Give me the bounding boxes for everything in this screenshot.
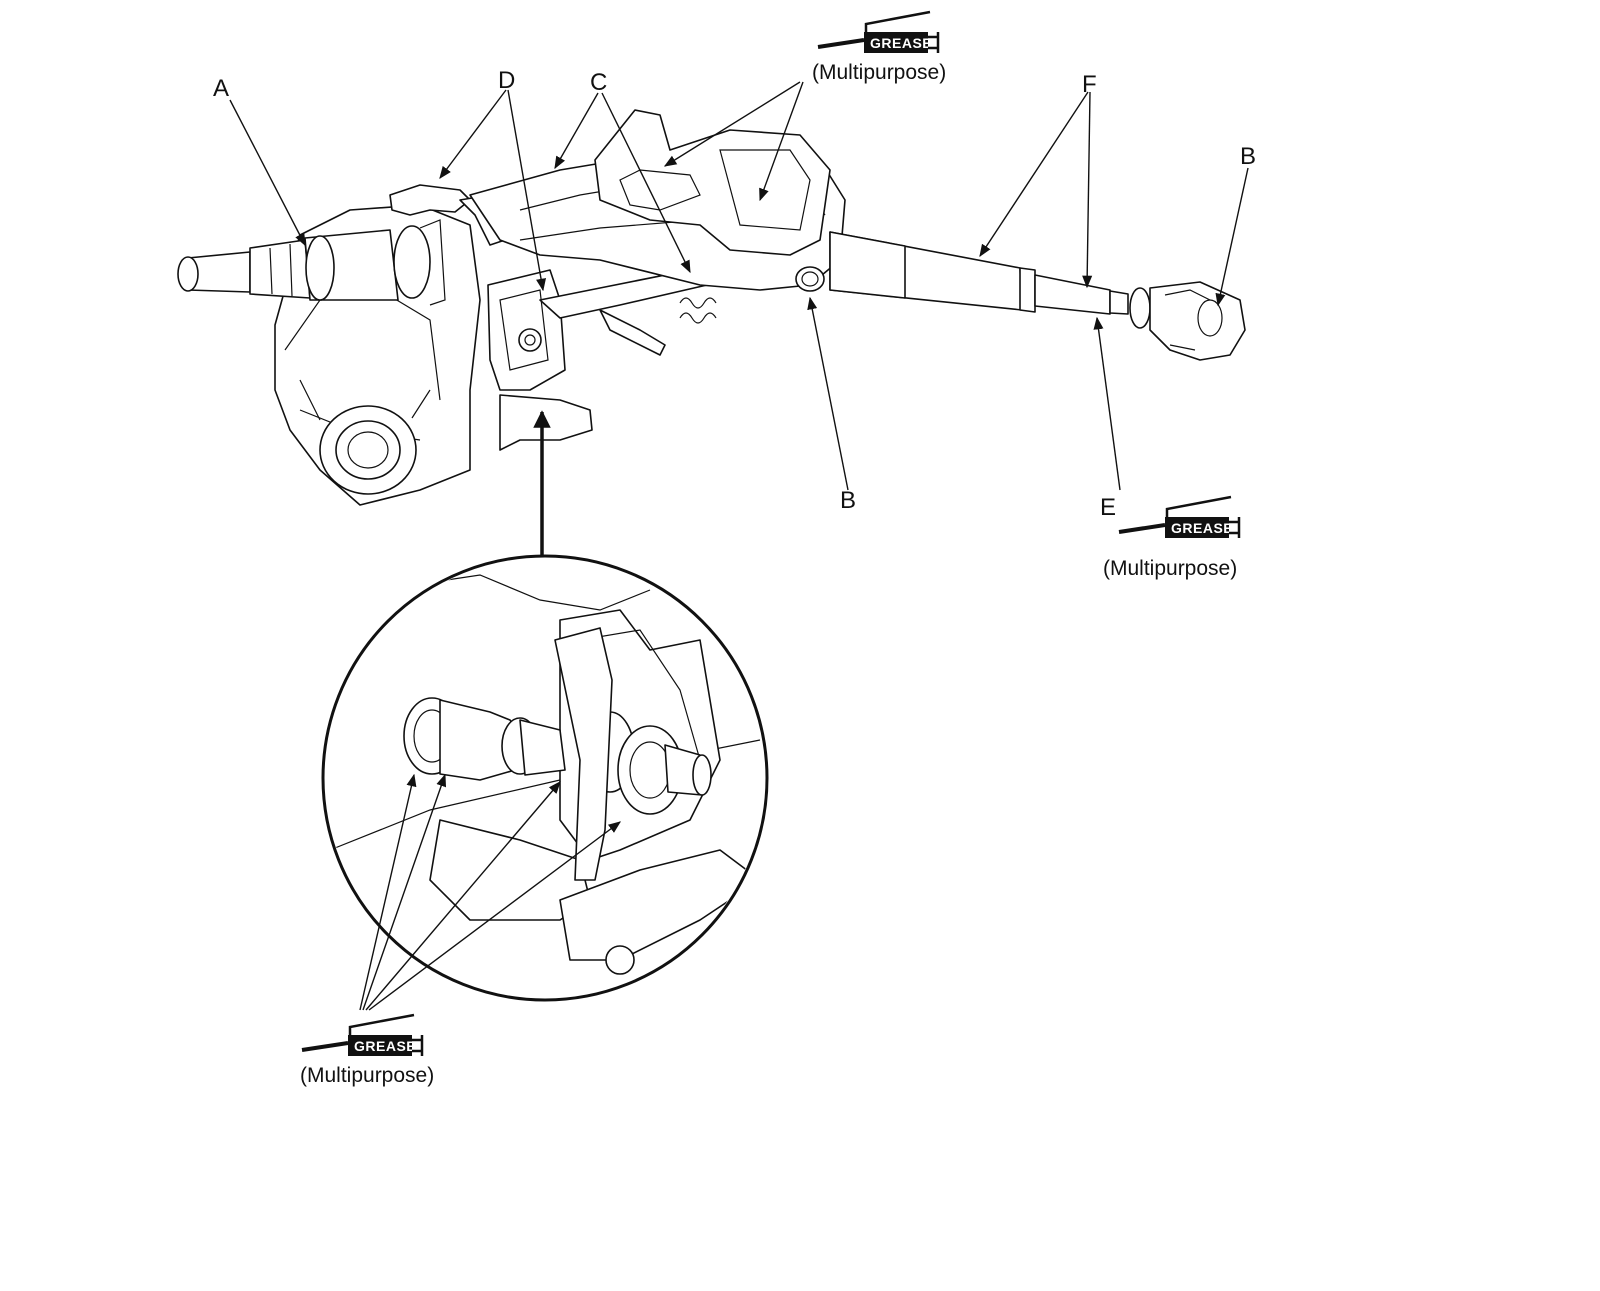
- label-d: D: [498, 67, 515, 94]
- leader-lines: [229, 81, 1249, 558]
- label-b-top: B: [1240, 143, 1256, 170]
- grease-note-top: (Multipurpose): [812, 61, 946, 84]
- steering-column-assembly: [177, 109, 1246, 506]
- label-b-mid: B: [840, 487, 856, 514]
- grease-badge-text: GREASE: [870, 35, 932, 51]
- grease-note-bottom: (Multipurpose): [300, 1064, 434, 1087]
- label-c: C: [590, 69, 607, 96]
- grease-badge-text: GREASE: [1171, 520, 1233, 536]
- grease-symbol-top: GREASE: [817, 10, 940, 53]
- label-a: A: [213, 75, 229, 102]
- grease-symbol-right: GREASE: [1118, 495, 1241, 538]
- detail-view: [321, 554, 769, 1011]
- grease-symbol-bottom: GREASE: [301, 1013, 424, 1056]
- grease-note-right: (Multipurpose): [1103, 557, 1237, 580]
- label-f: F: [1082, 71, 1097, 98]
- label-e: E: [1100, 494, 1116, 521]
- grease-badge-text: GREASE: [354, 1038, 416, 1054]
- callout-labels: A D C F B B E (Multipurpose) (Multipurpo…: [213, 61, 1256, 1087]
